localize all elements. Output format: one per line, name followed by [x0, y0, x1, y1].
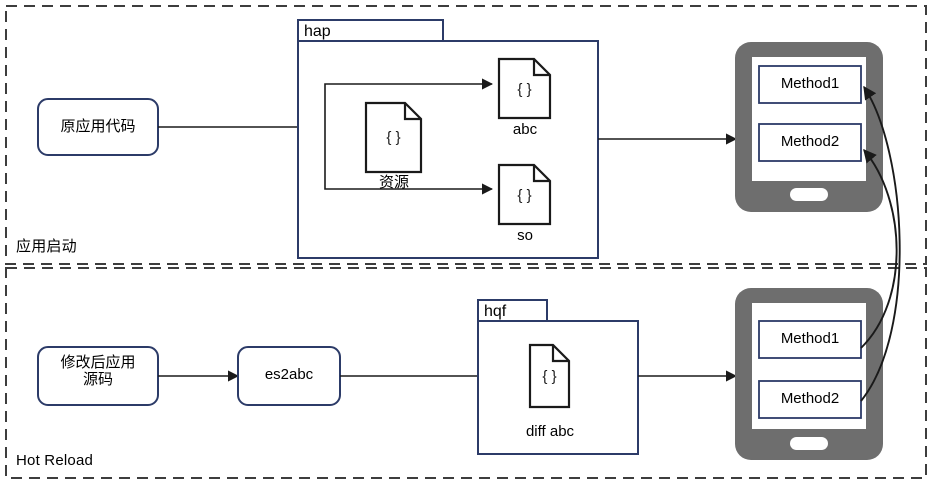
- region-hot-reload-border: [5, 267, 927, 479]
- device-bottom-method1-label: Method1: [780, 330, 840, 347]
- file-icon-diff-abc: [528, 343, 571, 409]
- device-top-method2-label: Method2: [780, 133, 840, 150]
- region-label-hot-reload: Hot Reload: [16, 452, 94, 469]
- device-top-method2-box[interactable]: [758, 123, 862, 162]
- device-bottom: [735, 288, 883, 460]
- file-resource-caption: 资源: [378, 174, 409, 191]
- file-resource-glyph: { }: [386, 129, 401, 146]
- file-diff-abc-glyph: { }: [542, 368, 557, 385]
- device-top-method1-box[interactable]: [758, 65, 862, 104]
- device-bottom-method2-label: Method2: [780, 390, 840, 407]
- region-label-app-launch: 应用启动: [16, 238, 77, 255]
- file-so-glyph: { }: [517, 187, 532, 204]
- file-abc-caption: abc: [512, 121, 538, 138]
- device-top: [735, 42, 883, 212]
- file-diff-abc-caption: diff abc: [525, 423, 575, 440]
- folder-hap-body: [297, 40, 599, 259]
- device-bottom-home-button: [790, 437, 828, 450]
- device-bottom-method1-box[interactable]: [758, 320, 862, 359]
- file-icon-abc: [497, 57, 552, 120]
- file-icon-resource: [364, 101, 423, 174]
- edge-resource-branch-so: [324, 127, 494, 195]
- file-so-caption: so: [517, 227, 533, 244]
- device-top-method1-label: Method1: [780, 75, 840, 92]
- edge-hotreload-method1-to-method2: [860, 148, 898, 349]
- edge-hotreload-method2-to-method1: [860, 85, 901, 402]
- folder-hap-title: hap: [304, 23, 331, 40]
- file-abc-glyph: { }: [517, 81, 532, 98]
- node-es2abc-label: es2abc: [264, 366, 314, 383]
- node-original-code-label: 原应用代码: [60, 118, 136, 135]
- folder-hqf-title: hqf: [484, 303, 507, 320]
- device-top-home-button: [790, 188, 828, 201]
- file-icon-so: [497, 163, 552, 226]
- region-app-launch-border: [5, 5, 927, 265]
- device-bottom-method2-box[interactable]: [758, 380, 862, 419]
- edge-resource-branch: [324, 78, 494, 127]
- node-modified-source-label: 修改后应用 源码: [60, 354, 136, 389]
